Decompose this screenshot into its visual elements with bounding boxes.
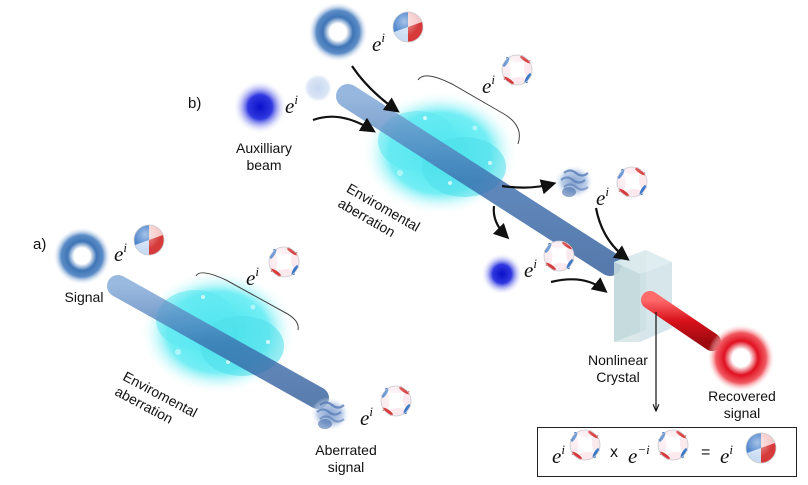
phase-factor: ei [360, 404, 373, 430]
aberration-phase-icon [656, 428, 690, 462]
signal-label: Signal [64, 289, 104, 305]
signal-beam-b [336, 84, 622, 276]
aberration-phase-icon [568, 428, 602, 462]
phase-factor: ei [524, 256, 537, 282]
phase-factor: ei [114, 240, 127, 266]
arrow [351, 65, 400, 113]
panel-b [233, 2, 775, 410]
panel-label-a: a) [33, 236, 47, 253]
conjugate-phase-factor: e−i [628, 442, 650, 468]
phase-factor: ei [720, 442, 733, 468]
phase-factor: ei [285, 92, 298, 118]
arrow [312, 115, 376, 133]
signal-beam-a [107, 275, 329, 409]
aberration-brace-b [417, 75, 520, 145]
vortex-phase-icon [133, 224, 165, 256]
panel-label-b: b) [188, 95, 202, 112]
ghost-mode [303, 73, 333, 103]
aberration-phase-icon [542, 239, 576, 273]
phase-factor: ei [596, 184, 609, 210]
equation-box: ei x e−i = ei [537, 427, 797, 477]
panel-a [53, 224, 413, 433]
phase-factor: ei [246, 264, 259, 290]
aberrated-auxiliary-beam [481, 253, 523, 295]
arrow [594, 207, 630, 261]
aberrated-beam-profile [308, 395, 352, 433]
phase-factor: ei [482, 72, 495, 98]
recovered-donut-mode [707, 324, 775, 392]
equals-sign: = [701, 444, 711, 461]
phase-factor: ei [372, 30, 385, 56]
vortex-phase-icon [745, 432, 777, 464]
aberrated-beam-profile-b [552, 163, 596, 201]
arrow [550, 277, 608, 293]
times-sign: x [610, 444, 618, 461]
signal-donut-mode [53, 227, 111, 285]
auxiliary-gaussian-beam [233, 80, 287, 134]
aberration-phase-icon [379, 384, 413, 418]
phase-factor: ei [552, 442, 565, 468]
aberration-phase-icon [500, 53, 534, 87]
aberration-phase-icon [267, 245, 301, 279]
signal-donut-mode-b [308, 2, 368, 62]
vortex-phase-icon [392, 11, 424, 43]
arrow [501, 179, 557, 195]
recovered-beam [641, 291, 721, 351]
nonlinear-crystal [614, 250, 672, 342]
aberration-phase-icon [615, 165, 649, 199]
aberration-brace-a [195, 272, 299, 331]
arrow [492, 205, 510, 240]
